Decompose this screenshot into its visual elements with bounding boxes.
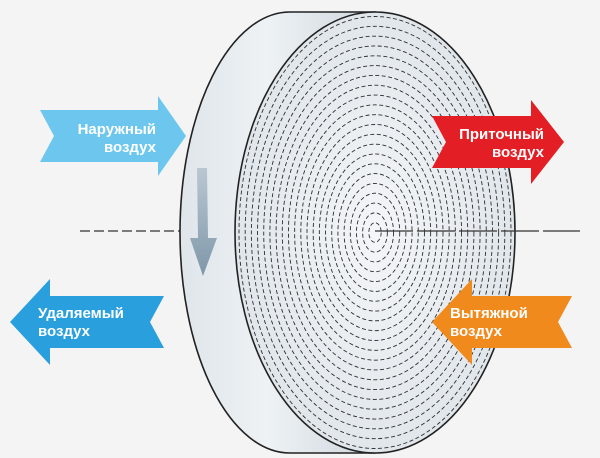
extract-air-label-line2: воздух [450, 323, 503, 340]
supply-air-arrow: Приточный воздух [432, 100, 564, 184]
extract-air-arrow: Вытяжной воздух [432, 279, 572, 365]
supply-air-label-line1: Приточный [459, 126, 544, 143]
honeycomb-ring [331, 163, 419, 302]
supply-air-label-line2: воздух [492, 144, 545, 161]
honeycomb-ring [257, 45, 493, 420]
honeycomb-ring [288, 94, 463, 371]
honeycomb-ring [312, 133, 438, 332]
honeycomb-ring [244, 25, 506, 440]
honeycomb-ring [281, 84, 469, 381]
honeycomb-ring [275, 74, 475, 391]
exhaust-air-label-line1: Удаляемый [38, 305, 124, 322]
honeycomb-ring [362, 212, 388, 253]
honeycomb-ring [300, 114, 450, 351]
honeycomb-ring [263, 55, 487, 410]
honeycomb-ring [356, 202, 395, 263]
honeycomb-ring [343, 182, 407, 283]
honeycomb-ring [337, 173, 413, 292]
honeycomb-rings [238, 16, 512, 449]
exhaust-air-label-line2: воздух [38, 323, 91, 340]
extract-air-label-line1: Вытяжной [450, 305, 528, 322]
honeycomb-ring [269, 65, 481, 400]
honeycomb-ring [238, 16, 512, 449]
rotation-arrow-icon [190, 168, 217, 276]
honeycomb-ring [318, 143, 432, 322]
exhaust-air-arrow: Удаляемый воздух [10, 279, 164, 365]
honeycomb-ring [349, 192, 401, 273]
honeycomb-ring [250, 35, 500, 430]
outdoor-air-label-line2: воздух [104, 139, 157, 156]
honeycomb-ring [306, 124, 444, 341]
honeycomb-ring [368, 222, 382, 243]
wheel-face [234, 11, 516, 454]
outdoor-air-label-line1: Наружный [78, 121, 156, 138]
honeycomb-ring [325, 153, 425, 312]
honeycomb-ring [294, 104, 456, 361]
outdoor-air-arrow: Наружный воздух [40, 96, 186, 176]
